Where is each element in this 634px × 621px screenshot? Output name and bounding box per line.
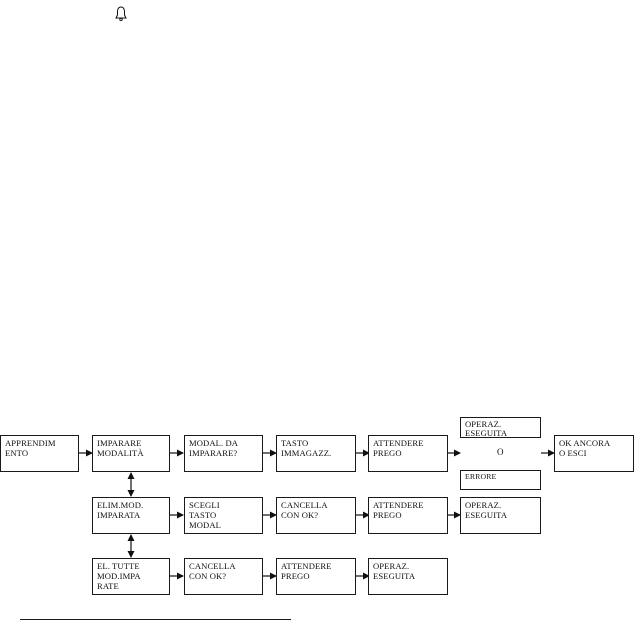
box-operaz-eseguita-3: OPERAZ. ESEGUITA <box>368 558 448 595</box>
box-operaz-eseguita-1: OPERAZ. ESEGUITA <box>460 417 541 438</box>
box-scegli-tasto-modal: SCEGLI TASTO MODAL <box>184 497 263 534</box>
box-imparare-modalita: IMPARARE MODALITÀ <box>92 435 170 472</box>
bell-icon <box>115 6 127 22</box>
box-errore: ERRORE <box>460 470 541 490</box>
box-operaz-eseguita-2: OPERAZ. ESEGUITA <box>460 497 541 534</box>
or-label: O <box>497 447 504 457</box>
box-attendere-prego-3: ATTENDERE PREGO <box>276 558 356 595</box>
box-tasto-immagazz: TASTO IMMAGAZZ. <box>276 435 356 472</box>
box-cancella-con-ok-1: CANCELLA CON OK? <box>276 497 356 534</box>
footnote-separator <box>20 619 291 620</box>
box-elim-mod-imparata: ELIM.MOD. IMPARATA <box>92 497 170 534</box>
box-ok-ancora-o-esci: OK ANCORA O ESCI <box>554 435 634 472</box>
box-attendere-prego-1: ATTENDERE PREGO <box>368 435 448 472</box>
box-attendere-prego-2: ATTENDERE PREGO <box>368 497 448 534</box>
box-cancella-con-ok-2: CANCELLA CON OK? <box>184 558 263 595</box>
box-modal-da-imparare: MODAL. DA IMPARARE? <box>184 435 263 472</box>
box-el-tutte-mod-imparate: EL. TUTTE MOD.IMPA RATE <box>92 558 170 595</box>
box-apprendimento: APPRENDIM ENTO <box>0 435 79 472</box>
